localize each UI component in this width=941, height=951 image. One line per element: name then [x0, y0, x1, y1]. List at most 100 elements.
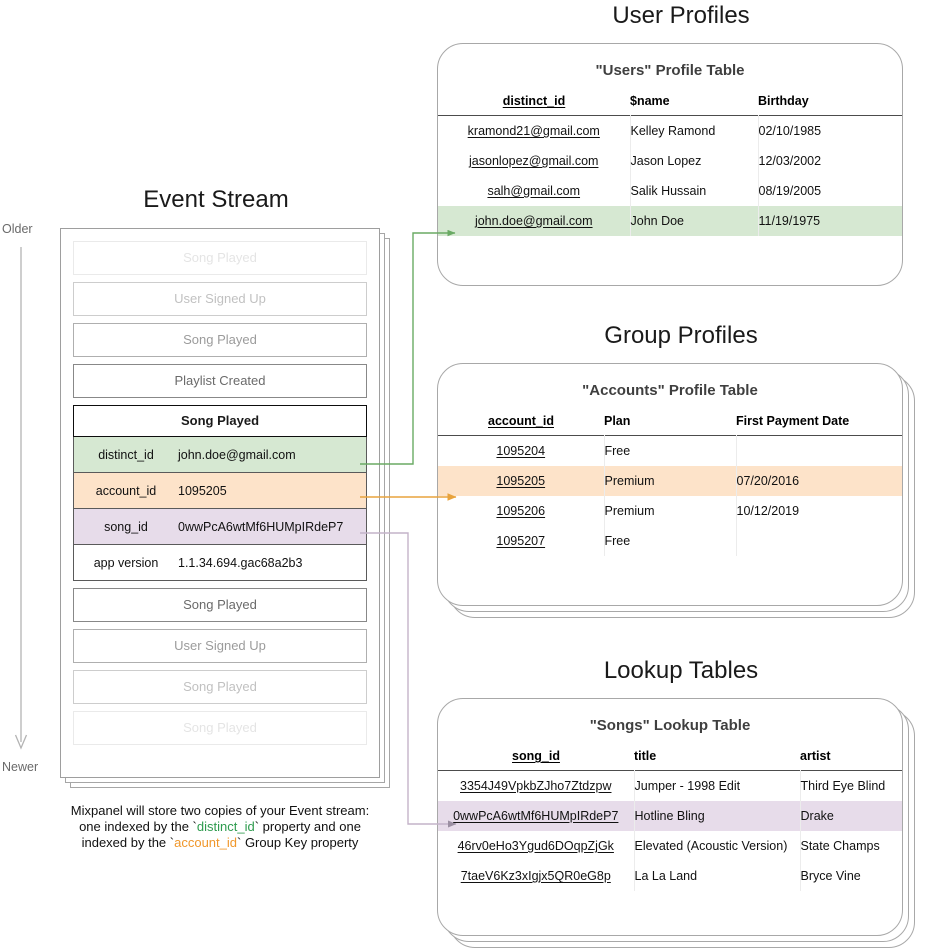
section-title-group-profiles: Group Profiles [604, 322, 758, 349]
users-col-birthday: Birthday [758, 94, 809, 108]
songs-col-artist: artist [800, 749, 831, 763]
songs-col-song-id: song_id [512, 749, 560, 763]
timeline-arrow-head [14, 734, 28, 750]
event-row[interactable]: Song Played [73, 588, 367, 622]
cell-key: 1095206 [496, 504, 546, 518]
caption-line-3-post: ` Group Key property [237, 835, 359, 850]
cell-birthday: 02/10/1985 [757, 115, 902, 146]
users-table-title: "Users" Profile Table [595, 62, 745, 79]
caption-line-2: one indexed by the `distinct_id` propert… [40, 819, 400, 835]
focused-event-card[interactable]: Song Played distinct_id john.doe@gmail.c… [73, 405, 367, 581]
table-row[interactable]: jasonlopez@gmail.com Jason Lopez 12/03/2… [438, 146, 902, 176]
cell-name: John Doe [629, 206, 758, 236]
event-property-app-version: app version 1.1.34.694.gac68a2b3 [73, 545, 367, 581]
cell-first-payment [735, 526, 902, 556]
accounts-col-plan: Plan [604, 414, 631, 428]
cell-name: Jason Lopez [629, 146, 758, 176]
cell-plan: Free [603, 526, 736, 556]
property-value: 1.1.34.694.gac68a2b3 [178, 555, 303, 570]
event-property-account-id: account_id 1095205 [73, 473, 367, 509]
accounts-table-header-row: account_id Plan First Payment Date [438, 409, 902, 436]
cell-title: La La Land [633, 861, 800, 891]
table-row-highlighted[interactable]: 1095205 Premium 07/20/2016 [438, 466, 902, 496]
cell-title: Hotline Bling [633, 801, 800, 831]
property-key: account_id [95, 483, 157, 498]
event-row[interactable]: Song Played [73, 711, 367, 745]
table-row[interactable]: 7taeV6Kz3xIgjx5QR0eG8p La La Land Bryce … [438, 861, 902, 891]
cell-key: 1095207 [496, 534, 546, 548]
cell-key: salh@gmail.com [487, 184, 581, 198]
table-row[interactable]: 1095207 Free [438, 526, 902, 556]
cell-key: 0wwPcA6wtMf6HUMpIRdeP7 [453, 809, 619, 823]
caption-distinct-id-key: distinct_id [196, 819, 255, 834]
event-row[interactable]: Song Played [73, 323, 367, 357]
songs-table-header-row: song_id title artist [438, 744, 902, 771]
event-stream-card: Song Played User Signed Up Song Played P… [60, 228, 380, 778]
accounts-table-title: "Accounts" Profile Table [582, 382, 758, 399]
property-key: song_id [104, 519, 148, 534]
cell-key: kramond21@gmail.com [467, 124, 600, 138]
cell-key: 46rv0eHo3Ygud6DOqpZjGk [457, 839, 614, 853]
table-row[interactable]: 46rv0eHo3Ygud6DOqpZjGk Elevated (Acousti… [438, 831, 902, 861]
event-row[interactable]: Playlist Created [73, 364, 367, 398]
table-row[interactable]: 1095206 Premium 10/12/2019 [438, 496, 902, 526]
cell-key: 1095204 [496, 444, 546, 458]
accounts-table: account_id Plan First Payment Date 10952… [438, 409, 902, 556]
cell-birthday: 08/19/2005 [757, 176, 902, 206]
caption-account-id-key: account_id [174, 835, 237, 850]
property-key: app version [93, 555, 159, 570]
users-col-distinct-id: distinct_id [502, 94, 566, 108]
cell-plan: Free [603, 435, 736, 466]
event-row[interactable]: User Signed Up [73, 282, 367, 316]
property-value: 1095205 [178, 483, 227, 498]
caption-line-1: Mixpanel will store two copies of your E… [70, 803, 370, 818]
property-value: john.doe@gmail.com [178, 447, 296, 462]
songs-table-title: "Songs" Lookup Table [589, 717, 751, 734]
property-value: 0wwPcA6wtMf6HUMpIRdeP7 [178, 519, 344, 534]
cell-artist: Third Eye Blind [799, 770, 902, 801]
users-table-header-row: distinct_id $name Birthday [438, 89, 902, 116]
cell-title: Jumper - 1998 Edit [633, 770, 800, 801]
caption-line-2-post: ` property and one [254, 819, 361, 834]
property-key: distinct_id [98, 447, 154, 462]
cell-first-payment: 10/12/2019 [735, 496, 902, 526]
section-title-event-stream: Event Stream [143, 186, 289, 213]
cell-key: 7taeV6Kz3xIgjx5QR0eG8p [460, 869, 611, 883]
cell-artist: Drake [799, 801, 902, 831]
caption-line-3-pre: indexed by the ` [81, 835, 175, 850]
cell-birthday: 12/03/2002 [757, 146, 902, 176]
table-row-highlighted[interactable]: john.doe@gmail.com John Doe 11/19/1975 [438, 206, 902, 236]
cell-artist: State Champs [799, 831, 902, 861]
cell-plan: Premium [603, 496, 736, 526]
caption-line-3: indexed by the `account_id` Group Key pr… [40, 835, 400, 851]
cell-plan: Premium [603, 466, 736, 496]
event-row[interactable]: Song Played [73, 670, 367, 704]
cell-first-payment [735, 435, 902, 466]
event-property-distinct-id: distinct_id john.doe@gmail.com [73, 437, 367, 473]
table-row[interactable]: 1095204 Free [438, 435, 902, 466]
event-property-song-id: song_id 0wwPcA6wtMf6HUMpIRdeP7 [73, 509, 367, 545]
cell-title: Elevated (Acoustic Version) [633, 831, 800, 861]
cell-key: 3354J49VpkbZJho7Ztdzpw [460, 779, 612, 793]
table-row[interactable]: salh@gmail.com Salik Hussain 08/19/2005 [438, 176, 902, 206]
accounts-col-first-payment-date: First Payment Date [736, 414, 850, 428]
timeline-label-newer: Newer [2, 760, 39, 774]
focused-event-title: Song Played [73, 405, 367, 437]
caption-line-2-pre: one indexed by the ` [79, 819, 197, 834]
cell-key: john.doe@gmail.com [474, 214, 593, 228]
accounts-col-account-id: account_id [488, 414, 554, 428]
songs-lookup-card-body: "Songs" Lookup Table song_id title artis… [437, 698, 903, 936]
cell-name: Salik Hussain [629, 176, 758, 206]
songs-table: song_id title artist 3354J49VpkbZJho7Ztd… [438, 744, 902, 891]
table-row-highlighted[interactable]: 0wwPcA6wtMf6HUMpIRdeP7 Hotline Bling Dra… [438, 801, 902, 831]
users-profile-card-body: "Users" Profile Table distinct_id $name … [437, 43, 903, 286]
table-row[interactable]: 3354J49VpkbZJho7Ztdzpw Jumper - 1998 Edi… [438, 770, 902, 801]
table-row[interactable]: kramond21@gmail.com Kelley Ramond 02/10/… [438, 115, 902, 146]
cell-first-payment: 07/20/2016 [735, 466, 902, 496]
event-row[interactable]: User Signed Up [73, 629, 367, 663]
cell-artist: Bryce Vine [799, 861, 902, 891]
event-row[interactable]: Song Played [73, 241, 367, 275]
section-title-lookup-tables: Lookup Tables [603, 657, 759, 684]
cell-birthday: 11/19/1975 [757, 206, 902, 236]
